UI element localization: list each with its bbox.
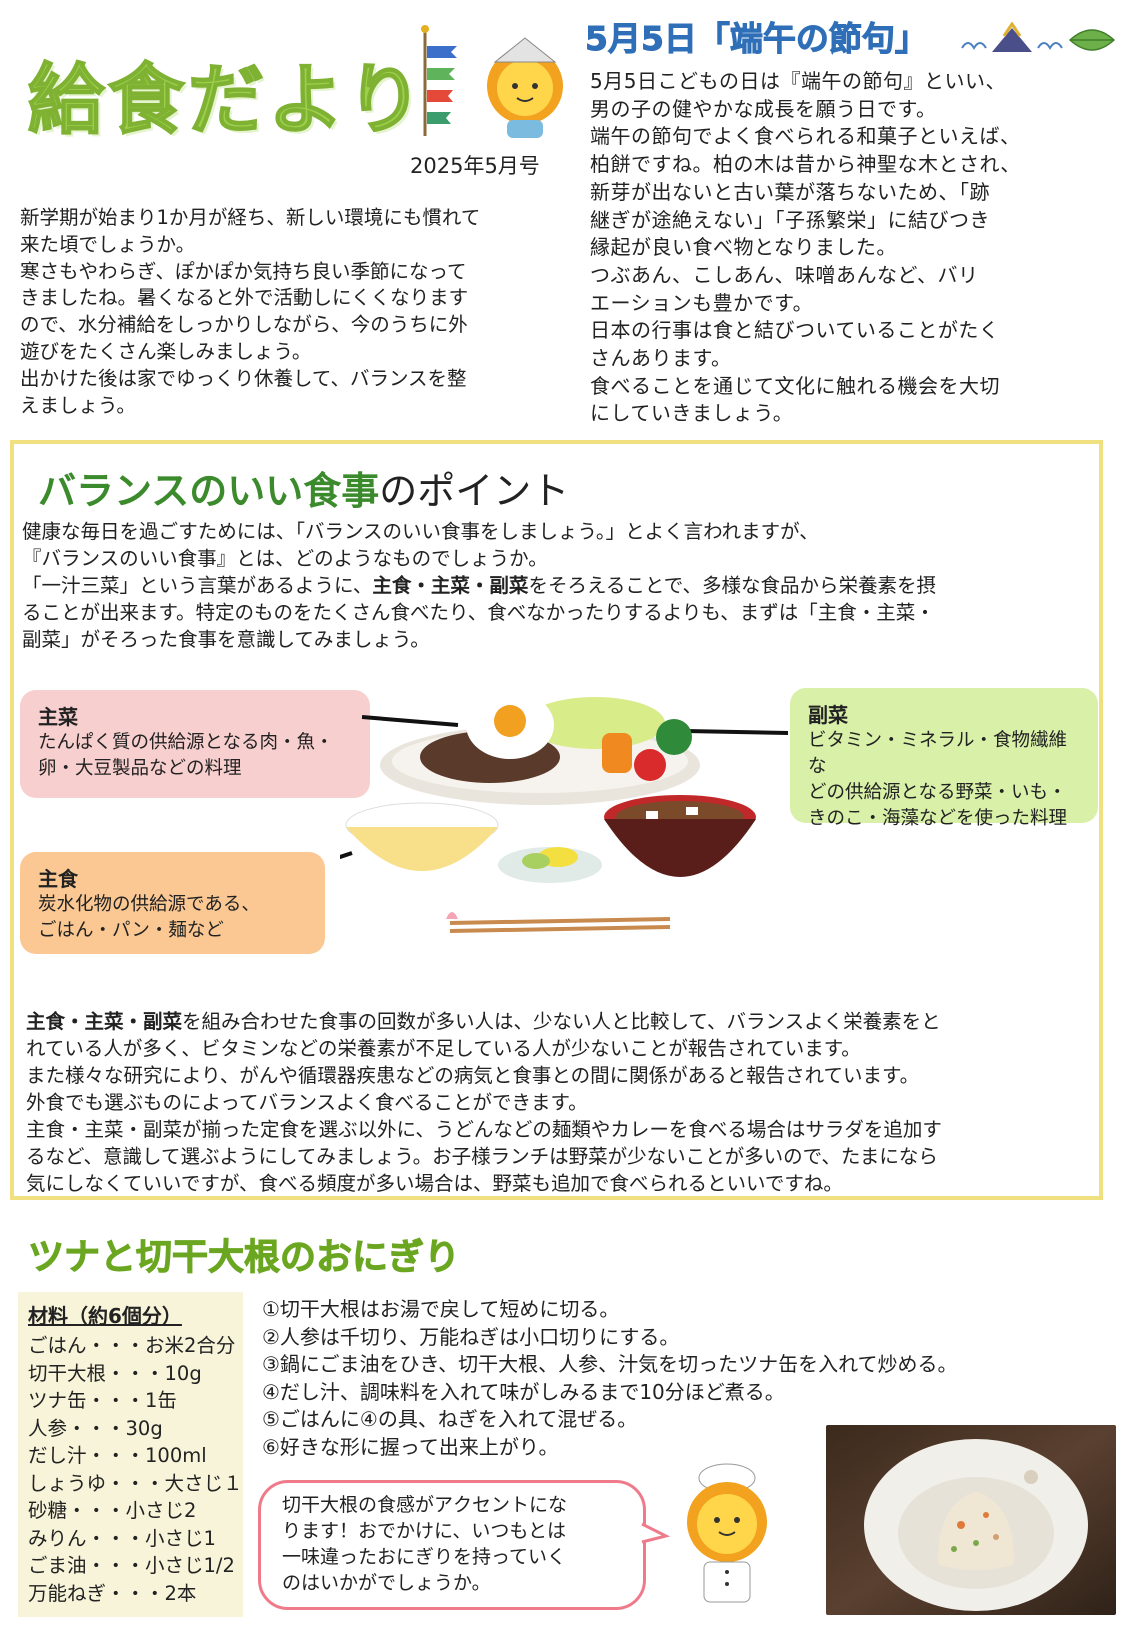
balance-explanation: 主食・主菜・副菜を組み合わせた食事の回数が多い人は、少ない人と比較して、バランス…: [26, 1010, 942, 1195]
ingredient-item: ごはん・・・お米2合分: [28, 1334, 236, 1357]
ingredients-heading: 材料（約6個分）: [28, 1304, 182, 1328]
tango-heading: 5月5日「端午の節句」: [585, 19, 929, 59]
balance-heading: バランスのいい食事のポイント: [38, 460, 569, 515]
green-carp-icon: [427, 68, 455, 80]
main-dish-label: 主菜 たんぱく質の供給源となる肉・魚・ 卵・大豆製品などの料理: [20, 690, 370, 798]
meal-illustration: [340, 691, 789, 933]
recipe-step: ⑤ごはんに④の具、ねぎを入れて混ぜる。: [262, 1407, 638, 1431]
intro-line: 来た頃でしょうか。: [20, 232, 196, 256]
tango-line: エーションも豊かです。: [590, 290, 814, 315]
tango-line: 継ぎが途絶えない」「子孫繁栄」に結びつき: [590, 207, 990, 232]
ingredient-item: ツナ缶・・・1缶: [28, 1389, 177, 1412]
tango-line: さんあります。: [590, 346, 732, 371]
pickles-dish-icon: [498, 847, 602, 883]
recipe-step: ④だし汁、調味料を入れて味がしみるまで10分ほど煮る。: [262, 1379, 785, 1404]
recipe-step: ②人参は千切り、万能ねぎは小口切りにする。: [262, 1324, 680, 1349]
speech-bubble-tail: [641, 1522, 670, 1544]
cloud-icon: [961, 42, 987, 50]
ingredient-item: 万能ねぎ・・・2本: [28, 1581, 197, 1605]
onigiri-photo: [826, 1425, 1116, 1615]
tango-line: にしていきましょう。: [590, 401, 794, 426]
tango-line: 男の子の健やかな成長を願う日です。: [590, 96, 937, 121]
tango-line: 日本の行事は食と結びついていることがたく: [590, 318, 1000, 343]
tango-line: つぶあん、こしあん、味噌あんなど、バリ: [590, 262, 979, 287]
tango-line: 端午の節句でよく食べられる和菓子といえば、: [590, 124, 1021, 149]
side-dish-label: 副菜 ビタミン・ミネラル・食物繊維な どの供給源となる野菜・いも・ きのこ・海藻…: [790, 688, 1098, 829]
ingredient-item: 砂糖・・・小さじ2: [28, 1499, 197, 1522]
speech-bubble: [258, 1480, 646, 1610]
miso-soup-bowl-icon: [604, 795, 756, 877]
kabuto-icon: [992, 28, 1032, 52]
intro-line: 出かけた後は家でゆっくり休養して、バランスを整: [20, 366, 467, 390]
rice-bowl-icon: [345, 802, 499, 871]
intro-line: 寒さもやわらぎ、ぽかぽか気持ち良い季節になって: [20, 259, 467, 283]
recipe-heading: ツナと切干大根のおにぎり: [27, 1237, 461, 1279]
intro-line: 遊びをたくさん楽しみましょう。: [20, 339, 312, 363]
tango-text: 5月5日こどもの日は『端午の節句』といい、 男の子の健やかな成長を願う日です。 …: [590, 68, 1100, 428]
chef-lion-mascot-icon: [687, 1463, 767, 1603]
red-carp-icon: [427, 90, 453, 102]
ingredients-panel: 材料（約6個分） ごはん・・・お米2合分 切干大根・・・10g ツナ缶・・・1缶…: [18, 1292, 243, 1617]
side-dish-pointer: [685, 729, 789, 735]
tango-line: 柏餅ですね。柏の木は昔から神聖な木とされ、: [590, 152, 1021, 177]
staple-pointer: [340, 851, 353, 860]
blue-carp-icon: [427, 46, 457, 58]
ingredient-item: みりん・・・小さじ1: [28, 1526, 216, 1550]
main-dish-plate-icon: [380, 691, 700, 805]
staple-label: 主食 炭水化物の供給源である、 ごはん・パン・麺など: [20, 852, 325, 954]
ingredient-item: だし汁・・・100ml: [28, 1444, 207, 1467]
speech-bubble-text: 切干大根の食感がアクセントにな ります！おでかけに、いつもとは 一味違ったおにぎ…: [282, 1494, 568, 1594]
main-dish-pointer: [361, 715, 459, 727]
balance-intro: 健康な毎日を過ごすためには、「バランスのいい食事をしましょう。」とよく言われます…: [22, 520, 936, 651]
recipe-step: ⑥好きな形に握って出来上がり。: [262, 1434, 559, 1459]
intro-line: きましたね。暑くなると外で活動しにくくなります: [20, 286, 469, 310]
tango-line: 新芽が出ないと古い葉が落ちないため、「跡: [590, 179, 990, 204]
kabuto-kashiwa-decoration: [961, 22, 1116, 52]
ingredient-item: 人参・・・30g: [28, 1416, 163, 1440]
balance-section-frame: [10, 440, 1103, 1200]
ingredient-item: しょうゆ・・・大さじ１: [28, 1471, 243, 1495]
recipe-step: ③鍋にごま油をひき、切干大根、人参、汁気を切ったツナ缶を入れて炒める。: [262, 1352, 958, 1376]
tango-line: 縁起が良い食べ物となりました。: [590, 235, 897, 260]
tango-line: 食べることを通じて文化に触れる機会を大切: [590, 373, 1000, 398]
intro-line: 新学期が始まり1か月が経ち、新しい環境にも慣れて: [20, 206, 481, 229]
ingredient-item: ごま油・・・小さじ1/2: [28, 1554, 235, 1577]
issue-date: 2025年5月号: [410, 154, 540, 178]
intro-line: ので、水分補給をしっかりしながら、今のうちに外: [20, 313, 468, 337]
intro-line: えましょう。: [20, 393, 136, 417]
lion-mascot-icon: [487, 37, 563, 138]
balance-heading-rest: のポイント: [379, 469, 570, 513]
balance-heading-strong: バランスのいい食事: [38, 469, 380, 513]
ingredient-item: 切干大根・・・10g: [28, 1361, 202, 1385]
tango-line: 5月5日こどもの日は『端午の節句』といい、: [590, 69, 1006, 93]
recipe-step: ①切干大根はお湯で戻して短めに切る。: [262, 1297, 620, 1321]
cloud-icon: [1037, 42, 1063, 50]
intro-text: 新学期が始まり1か月が経ち、新しい環境にも慣れて 来た頃でしょうか。 寒さもやわ…: [20, 205, 560, 419]
recipe-steps: ①切干大根はお湯で戻して短めに切る。 ②人参は千切り、万能ねぎは小口切りにする。…: [262, 1296, 1082, 1461]
chopsticks-icon: [446, 912, 671, 933]
koinobori-mascot-illustration: [421, 25, 563, 138]
newsletter-title: 給食だより: [27, 54, 427, 145]
